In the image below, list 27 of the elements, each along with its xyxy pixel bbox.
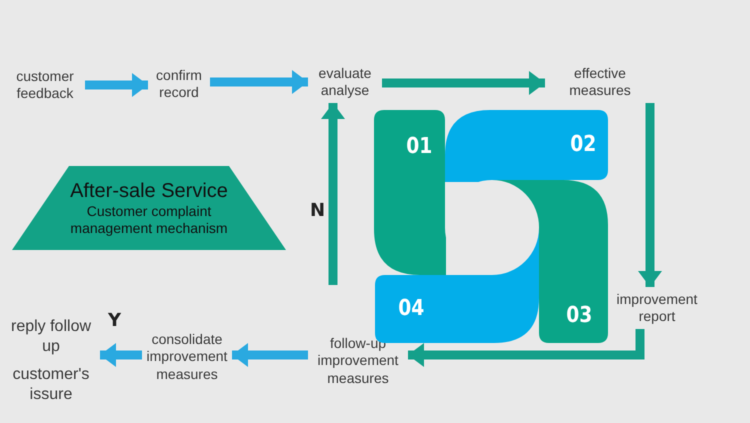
block-arrow	[232, 343, 308, 367]
step-label: customer feedback	[15, 68, 75, 102]
block-arrow	[210, 70, 308, 94]
pinwheel-segment	[445, 110, 609, 182]
step-label: follow-up improvement measures	[316, 334, 400, 387]
step-label: reply follow up	[10, 317, 92, 357]
block-arrow	[85, 73, 148, 97]
step-label: evaluate analyse	[318, 64, 372, 100]
block-arrow	[100, 343, 142, 367]
title-text: After-sale Service	[70, 179, 228, 204]
block-arrow	[382, 71, 545, 95]
step-number: 03	[566, 303, 592, 328]
step-label: effective measures	[568, 64, 632, 100]
step-label: improvement report	[616, 290, 698, 326]
subtitle-text: Customer complaint management mechanism	[69, 203, 229, 237]
block-arrow	[321, 103, 345, 285]
step-label: customer's issure	[12, 365, 90, 405]
step-number: 02	[570, 132, 596, 157]
step-label: consolidate improvement measures	[146, 330, 228, 384]
edge-label: N	[310, 200, 326, 221]
step-number: 04	[398, 296, 424, 321]
step-label: confirm record	[155, 66, 203, 102]
step-number: 01	[406, 134, 432, 159]
pinwheel-segment	[374, 110, 446, 276]
block-arrow	[638, 103, 662, 287]
edge-label: Y	[108, 310, 122, 331]
title-trapezoid	[12, 166, 286, 250]
